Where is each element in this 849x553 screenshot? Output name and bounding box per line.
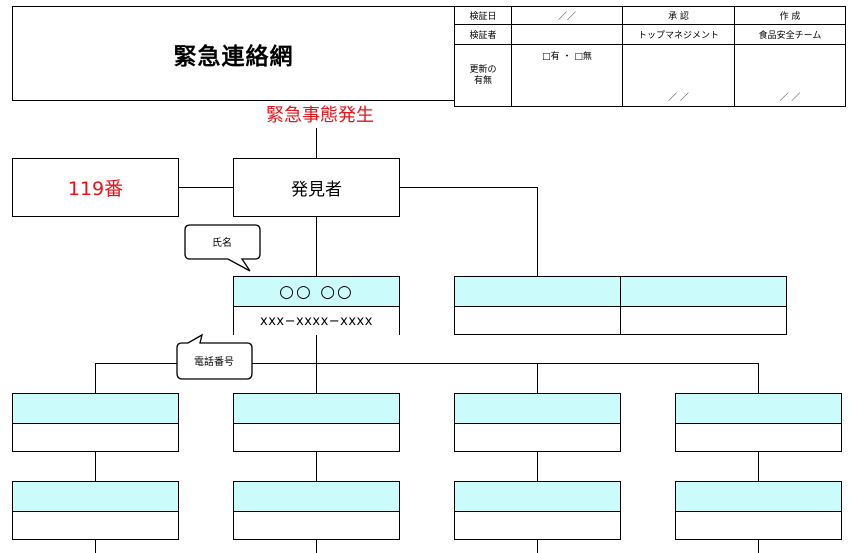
contact-name-cell[interactable] [620, 277, 786, 306]
connector-line [316, 128, 317, 158]
contact-card [233, 393, 400, 452]
phone-callout-label: 電話番号 [194, 355, 234, 368]
contact-phone-cell[interactable] [13, 512, 178, 540]
contact-name-cell[interactable] [455, 482, 620, 512]
food-safety-team-label: 食品安全チーム [734, 24, 846, 45]
contact-name-cell[interactable] [455, 277, 620, 306]
update-label-line1: 更新の [469, 64, 497, 75]
finder-box: 発見者 [233, 158, 400, 217]
contact-phone-cell[interactable] [676, 512, 841, 540]
contact-card [12, 481, 179, 540]
connector-line [537, 187, 538, 277]
connector-line [537, 451, 538, 482]
contact-card [675, 481, 842, 540]
contact-card [233, 481, 400, 540]
contact-phone-cell[interactable] [13, 424, 178, 452]
contact-card [454, 481, 621, 540]
finder-label: 発見者 [291, 180, 342, 200]
contact-name-cell[interactable] [13, 394, 178, 424]
contact-phone-cell[interactable] [676, 424, 841, 452]
contact-phone-cell[interactable] [455, 512, 620, 540]
author-date[interactable]: ／ ／ [734, 44, 846, 107]
approval-label: 承 認 [622, 6, 735, 25]
connector-line [758, 363, 759, 394]
connector-line [95, 363, 759, 364]
connector-line [537, 363, 538, 394]
emergency-trigger: 緊急事態発生 [266, 105, 374, 126]
contact-card-wide [454, 276, 787, 335]
verify-date-value[interactable]: ／／ [511, 6, 623, 25]
contact-phone-cell[interactable] [234, 512, 399, 540]
approval-table: 検証日 ／／ 承 認 作 成 検証者 トップマネジメント 食品安全チーム 更新の… [454, 6, 846, 107]
contact-phone-cell[interactable] [620, 307, 786, 335]
contact-phone-row [455, 307, 786, 335]
emergency-number: 119番 [67, 178, 124, 200]
contact-card [675, 393, 842, 452]
contact-name-cell[interactable] [234, 482, 399, 512]
contact-name-cell[interactable] [455, 394, 620, 424]
verify-date-label: 検証日 [454, 6, 512, 25]
contact-name[interactable]: ○○ ○○ [234, 277, 399, 307]
document-title: 緊急連絡網 [173, 43, 294, 70]
connector-line [179, 187, 234, 188]
connector-line [758, 539, 759, 553]
connector-line [537, 539, 538, 553]
connector-line [758, 451, 759, 482]
update-options[interactable]: □有 ・ □無 [511, 44, 623, 107]
contact-card [12, 393, 179, 452]
title-box: 緊急連絡網 [12, 6, 455, 101]
connector-line [95, 539, 96, 553]
phone-callout: 電話番号 [176, 333, 253, 380]
connector-line [95, 363, 96, 394]
contact-phone-cell[interactable] [234, 424, 399, 452]
connector-line [95, 451, 96, 482]
contact-name-cell[interactable] [13, 482, 178, 512]
author-label: 作 成 [734, 6, 846, 25]
emergency-number-box: 119番 [12, 158, 179, 217]
name-callout-label: 氏名 [212, 236, 232, 249]
contact-card [454, 393, 621, 452]
contact-name-cell[interactable] [676, 482, 841, 512]
contact-name-cell[interactable] [234, 394, 399, 424]
connector-line [316, 451, 317, 482]
update-label: 更新の 有無 [454, 44, 512, 107]
contact-name-cell[interactable] [676, 394, 841, 424]
verifier-label: 検証者 [454, 24, 512, 45]
name-callout: 氏名 [184, 224, 261, 272]
contact-phone-cell[interactable] [455, 424, 620, 452]
top-management-label: トップマネジメント [622, 24, 735, 45]
approval-date[interactable]: ／ ／ [622, 44, 735, 107]
connector-line [316, 334, 317, 394]
connector-line [316, 216, 317, 277]
update-label-line2: 有無 [473, 75, 492, 86]
contact-name-row [455, 277, 786, 307]
contact-phone[interactable]: xxx−xxxx−xxxx [234, 307, 399, 335]
connector-line [316, 539, 317, 553]
first-contact-card: ○○ ○○ xxx−xxxx−xxxx [233, 276, 400, 335]
contact-phone-cell[interactable] [455, 307, 620, 335]
connector-line [400, 187, 538, 188]
verifier-value[interactable] [511, 24, 623, 45]
